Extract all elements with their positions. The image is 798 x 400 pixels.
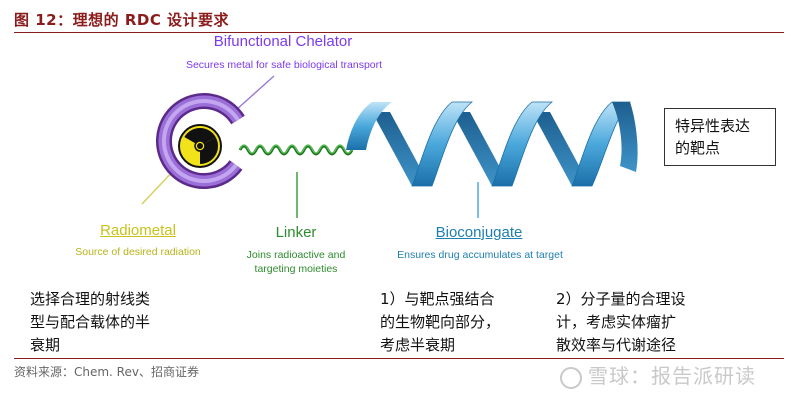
chelator-description: Secures metal for safe biological transp… <box>185 59 383 71</box>
bioconjugate-helix <box>346 101 638 187</box>
requirement-line: 1）与靶点强结合 <box>380 290 495 308</box>
radiometal-description: Source of desired radiation <box>75 246 201 258</box>
requirement-line: 的生物靶向部分， <box>380 313 501 331</box>
requirement-targeting: 1）与靶点强结合 的生物靶向部分， 考虑半衰期 <box>380 288 530 357</box>
chelator-ring <box>155 93 245 190</box>
requirement-line: 2）分子量的合理设 <box>556 290 686 308</box>
watermark-text: 雪球：报告派研读 <box>588 364 756 388</box>
requirement-line: 散效率与代谢途径 <box>556 336 677 354</box>
target-box: 特异性表达 的靶点 <box>664 108 776 166</box>
requirement-line: 计，考虑实体瘤扩 <box>556 313 677 331</box>
requirement-molecular-weight: 2）分子量的合理设 计，考虑实体瘤扩 散效率与代谢途径 <box>556 288 716 357</box>
snowball-logo-icon <box>560 366 582 389</box>
top-divider <box>14 32 784 33</box>
bottom-divider <box>14 358 784 359</box>
linker-description: Joins radioactive and targeting moieties <box>232 248 360 276</box>
linker-label: Linker <box>275 224 317 241</box>
requirement-line: 衰期 <box>30 336 61 354</box>
radiation-icon <box>178 124 222 168</box>
bioconjugate-description: Ensures drug accumulates at target <box>397 249 563 261</box>
target-box-line2: 的靶点 <box>675 139 721 157</box>
chelator-label: Bifunctional Chelator <box>213 33 353 50</box>
source-note: 资料来源：Chem. Rev、招商证券 <box>14 365 199 379</box>
linker-description-line1: Joins radioactive and <box>246 249 346 261</box>
linker-description-line2: targeting moieties <box>254 263 338 275</box>
requirement-line: 考虑半衰期 <box>380 336 456 354</box>
radiometal-label: Radiometal <box>100 222 176 239</box>
requirement-radiation: 选择合理的射线类 型与配合载体的半 衰期 <box>30 288 200 357</box>
target-box-line1: 特异性表达 <box>675 117 751 135</box>
chelator-pointer-line <box>235 75 275 111</box>
rdc-diagram <box>141 75 638 218</box>
requirement-line: 型与配合载体的半 <box>30 313 151 331</box>
watermark: 雪球：报告派研读 <box>560 360 756 389</box>
requirement-line: 选择合理的射线类 <box>30 290 151 308</box>
figure-title: 图 12：理想的 RDC 设计要求 <box>14 11 230 29</box>
bioconjugate-label: Bioconjugate <box>435 224 523 241</box>
